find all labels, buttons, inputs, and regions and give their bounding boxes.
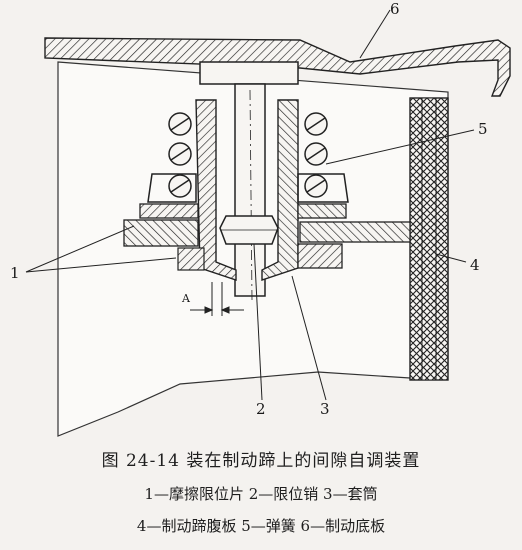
spring-right (304, 112, 328, 198)
callout-5: 5 (478, 120, 488, 138)
shoe-web-inner (421, 97, 437, 381)
friction-plate-left-top (139, 203, 199, 219)
gap-label: A (181, 292, 191, 305)
leader-1a (25, 225, 135, 273)
sleeve-right (261, 99, 299, 281)
figure-title: 图 24-14 装在制动蹄上的间隙自调装置 (101, 451, 421, 471)
friction-plate-left (123, 219, 199, 247)
figure-legend-line-1: 1—摩擦限位片 2—限位销 3—套筒 (144, 485, 378, 503)
callout-6: 6 (390, 0, 400, 18)
leader-5 (325, 129, 475, 165)
friction-plate-left-bottom (177, 247, 205, 271)
figure-legend-line-2: 4—制动蹄腹板 5—弹簧 6—制动底板 (136, 517, 386, 535)
shoe-web-arm (299, 221, 411, 243)
callout-2: 2 (256, 400, 266, 418)
callout-3: 3 (320, 400, 330, 418)
callout-1: 1 (10, 264, 20, 282)
friction-plate-right (297, 243, 343, 269)
callout-4: 4 (470, 256, 480, 274)
leader-6 (359, 9, 391, 59)
leader-3 (291, 275, 327, 401)
leader-4 (435, 253, 467, 263)
friction-plate-right-top (297, 203, 347, 219)
spring-cup-right (297, 173, 349, 203)
leader-1b (25, 257, 177, 273)
spring-cup-left (147, 173, 197, 203)
leader-2 (253, 243, 263, 401)
spring-left (168, 112, 192, 198)
gap-dimension (190, 282, 244, 316)
pin-head (199, 61, 299, 85)
